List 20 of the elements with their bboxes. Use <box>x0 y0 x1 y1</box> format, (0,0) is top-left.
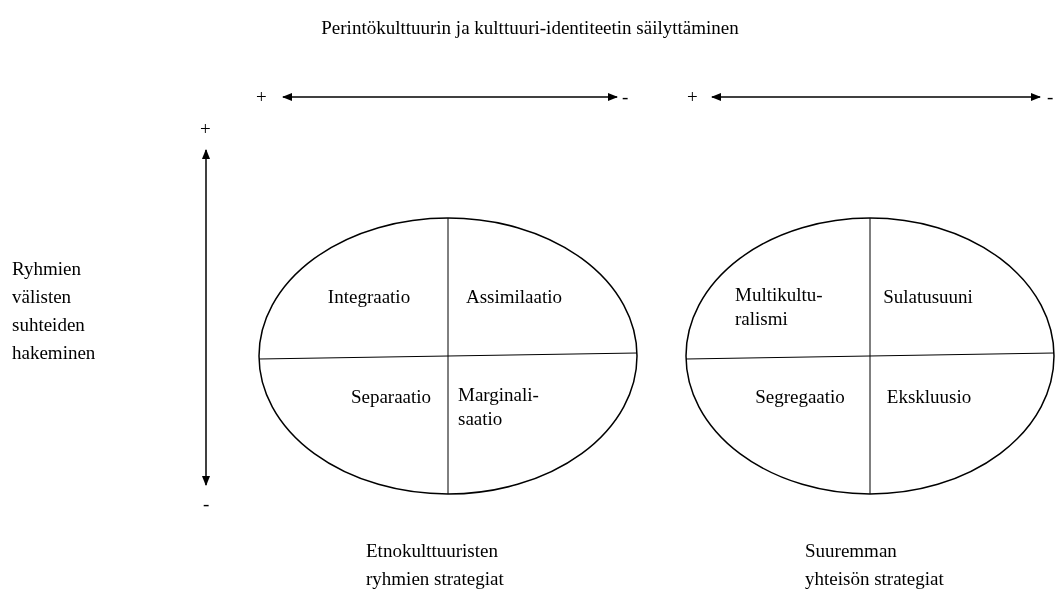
sign-label: - <box>622 85 629 109</box>
sign-label: + <box>687 85 698 109</box>
node-label: Suuremman yhteisön strategiat <box>805 539 945 591</box>
axis-label: Ryhmien välisten suhteiden hakeminen <box>12 257 97 365</box>
sign-label: + <box>256 85 267 109</box>
quadrant-label: Ekskluusio <box>886 385 972 409</box>
title: Perintökulttuurin ja kulttuuri-identiteetin säilyttäminen <box>321 16 739 40</box>
sign-label: - <box>1047 85 1054 109</box>
quadrant-label: Multikultu- ralismi <box>735 283 845 331</box>
quadrant-label: Sulatusuuni <box>883 285 973 309</box>
sign-label: - <box>203 492 210 516</box>
sign-label: + <box>200 117 211 141</box>
quadrant-circle <box>258 217 638 495</box>
quadrant-circle <box>685 217 1055 495</box>
quadrant-label: Integraatio <box>327 285 411 309</box>
quadrant-label: Segregaatio <box>755 385 845 409</box>
quadrant-label: Marginali- saatio <box>458 383 548 431</box>
quadrant-label: Separaatio <box>350 385 432 409</box>
quadrant-label: Assimilaatio <box>465 285 563 309</box>
node-label: Etnokulttuuristen ryhmien strategiat <box>366 539 505 591</box>
